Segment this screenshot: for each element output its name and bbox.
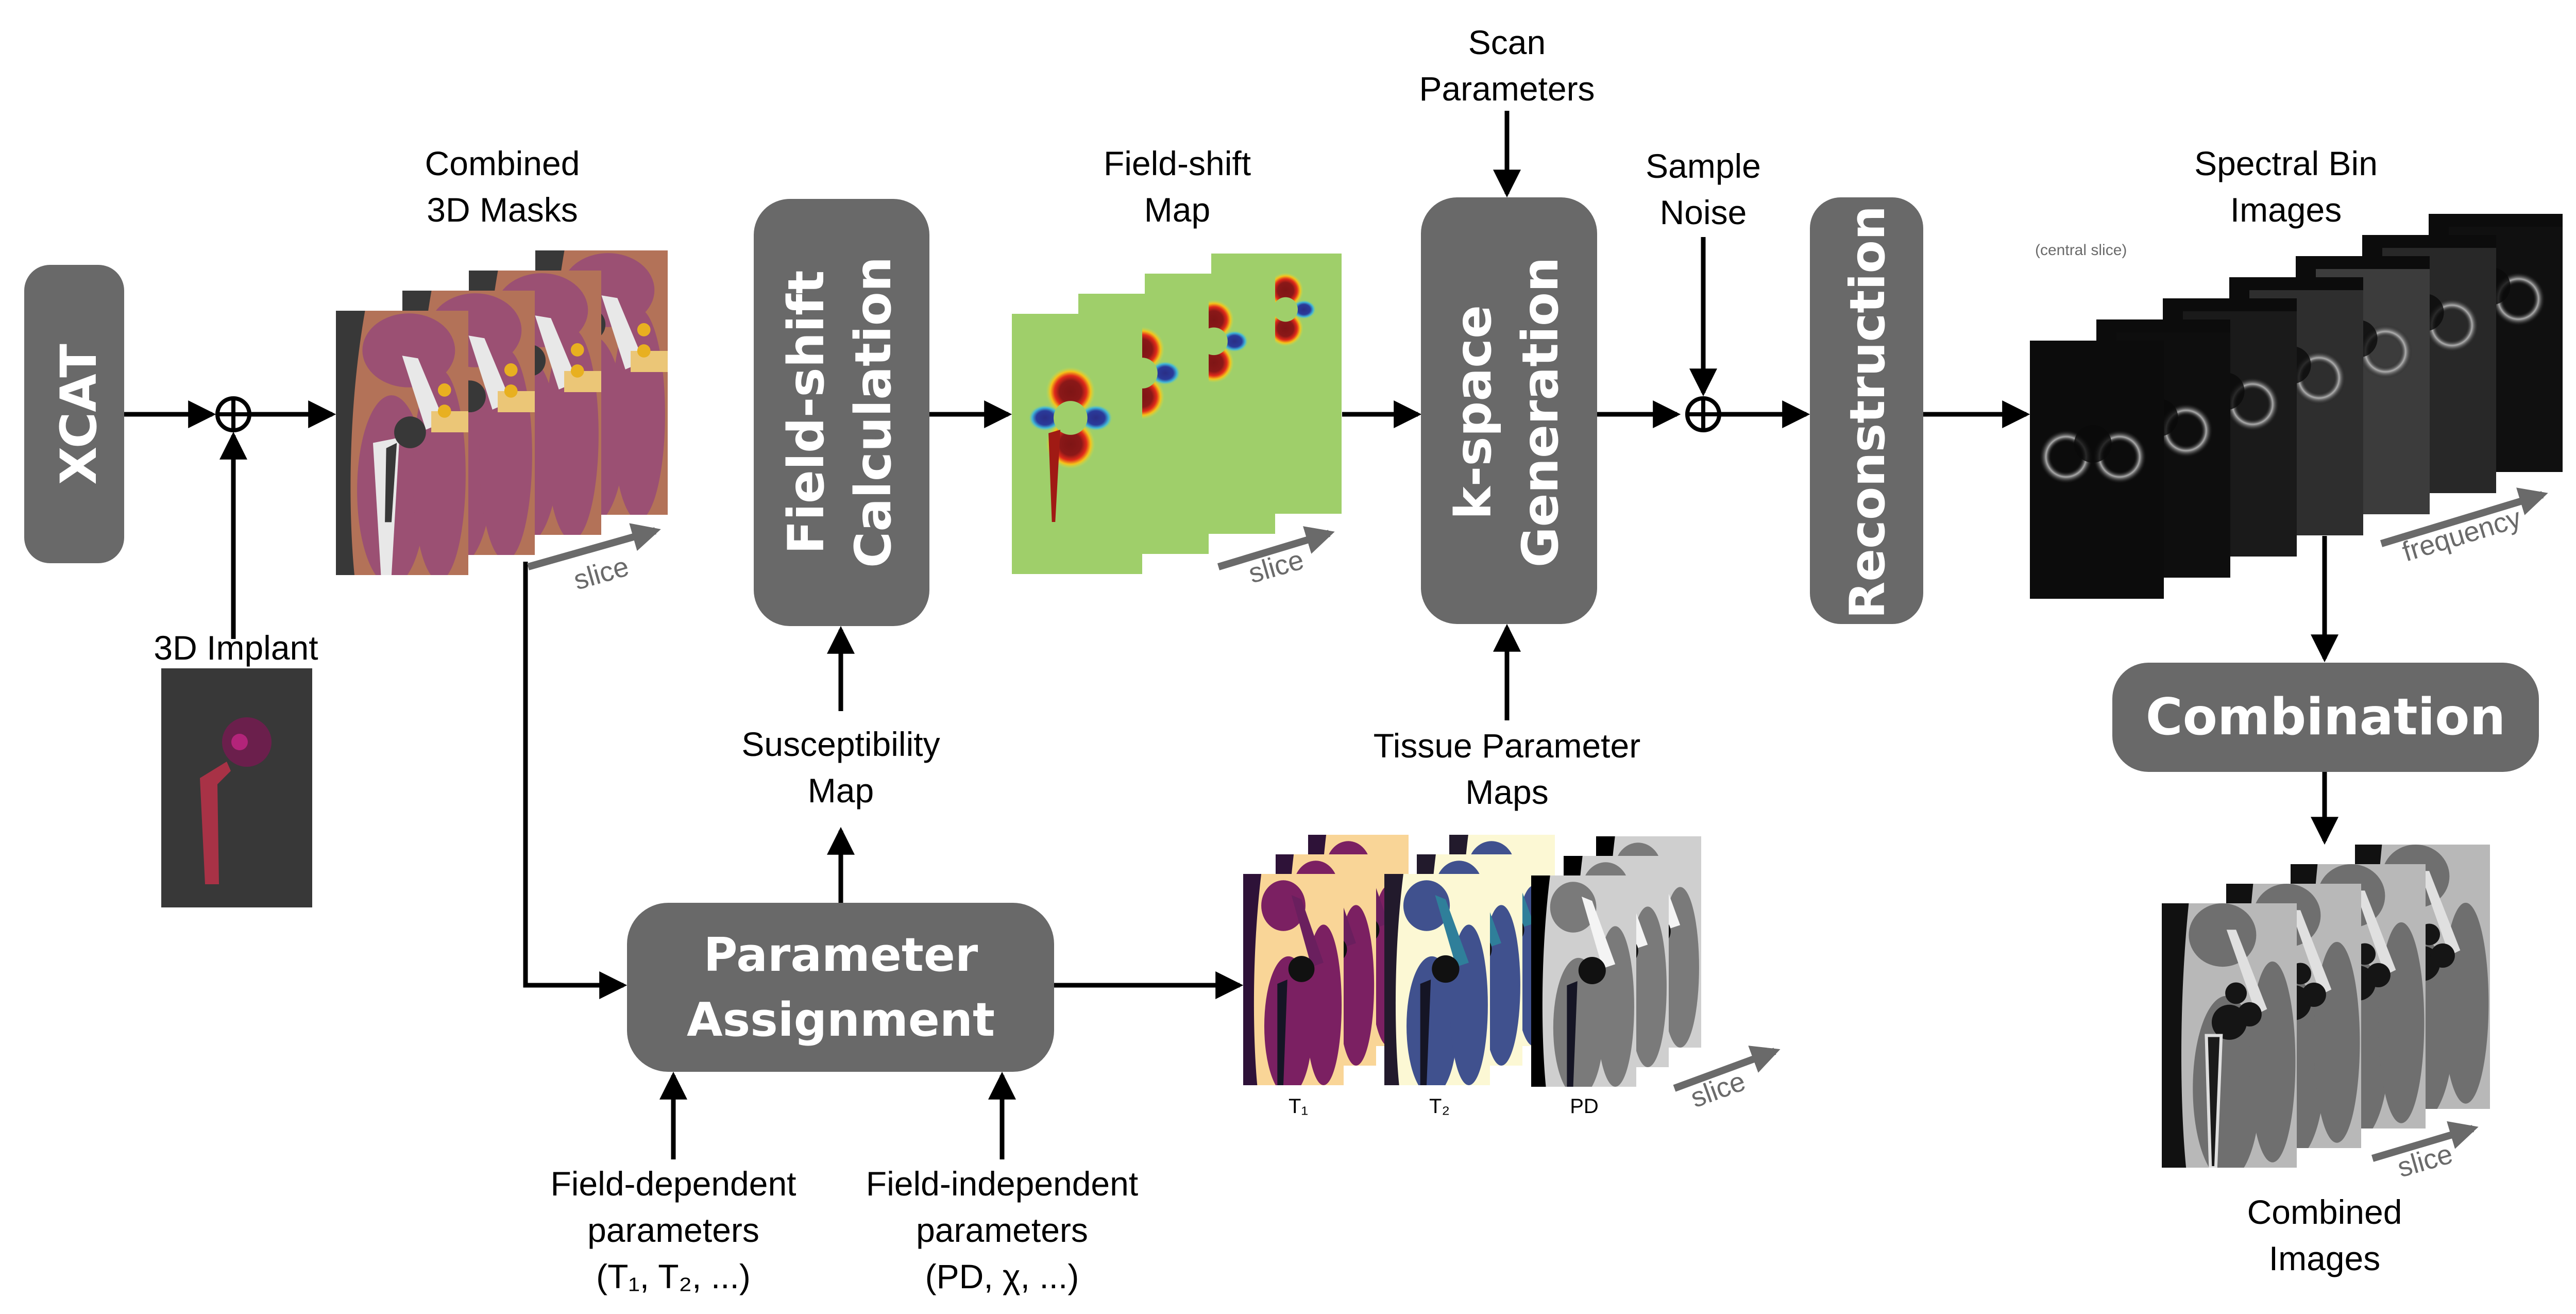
combination-label: Combination xyxy=(2146,688,2506,747)
implant-stem xyxy=(200,762,231,884)
kspace-generation-block[interactable]: k-space Generation xyxy=(1421,197,1597,624)
t1-map-slice xyxy=(1243,874,1344,1085)
fieldmap-axis-label: slice xyxy=(1245,544,1307,589)
arrow-icon xyxy=(527,523,661,570)
t1-map-stack xyxy=(1243,835,1409,1085)
central-slice-note: (central slice) xyxy=(2035,242,2127,259)
parameter-label-line2: Assignment xyxy=(687,993,995,1047)
connectors xyxy=(124,111,2338,1159)
circle-plus-icon xyxy=(215,396,251,432)
kspace-label-line2: Generation xyxy=(1512,257,1569,568)
fieldmap-slice-axis: slice xyxy=(1217,526,1335,589)
masks-axis-label: slice xyxy=(570,551,632,596)
susceptibility-line1: Susceptibility xyxy=(741,725,940,763)
sample-noise-line2: Noise xyxy=(1660,193,1747,231)
spectral-title-line2: Images xyxy=(2230,191,2342,229)
field-dependent-line3: (T₁, T₂, ...) xyxy=(596,1257,751,1295)
tissue-slice-axis: slice xyxy=(1673,1046,1781,1114)
kspace-label-line1: k-space xyxy=(1445,305,1502,519)
field-dependent-line2: parameters xyxy=(587,1211,759,1249)
t2-map-slice xyxy=(1384,874,1490,1085)
labels: Combined 3D Masks 3D Implant Field-shift… xyxy=(154,23,2402,1295)
field-shift-label-line2: Calculation xyxy=(844,257,902,568)
tissue-label-t2: T₂ xyxy=(1429,1095,1450,1118)
implant-title: 3D Implant xyxy=(154,629,318,667)
field-shift-label-line1: Field-shift xyxy=(777,270,835,554)
sample-noise-line1: Sample xyxy=(1646,147,1761,185)
field-shift-calculation-block[interactable]: Field-shift Calculation xyxy=(754,199,929,626)
field-independent-line2: parameters xyxy=(916,1211,1088,1249)
parameter-assignment-block[interactable]: Parameter Assignment xyxy=(627,903,1054,1072)
arrow-icon xyxy=(2380,487,2548,547)
combined-masks-title-line1: Combined xyxy=(425,144,580,182)
xcat-block[interactable]: XCAT xyxy=(24,265,124,563)
arrow-icon xyxy=(2371,1121,2479,1162)
field-shift-map-title-line2: Map xyxy=(1144,191,1210,229)
combined-images-stack xyxy=(2162,845,2490,1168)
reconstruction-label: Reconstruction xyxy=(1840,206,1896,619)
field-dependent-line1: Field-dependent xyxy=(550,1165,796,1203)
implant-background xyxy=(161,668,312,907)
combined-image-slice xyxy=(2162,903,2297,1168)
tissue-axis-label: slice xyxy=(1687,1066,1750,1114)
tissue-label-t1: T₁ xyxy=(1289,1095,1308,1118)
combination-block[interactable]: Combination xyxy=(2112,663,2539,772)
reconstruction-block[interactable]: Reconstruction xyxy=(1810,197,1923,624)
field-shift-map-stack xyxy=(1012,254,1342,574)
pd-map-slice xyxy=(1531,875,1636,1087)
combined-axis-label: slice xyxy=(2394,1138,2456,1183)
combined-images-line1: Combined xyxy=(2247,1193,2402,1231)
t2-map-stack xyxy=(1384,835,1555,1085)
combined-masks-stack xyxy=(336,250,668,575)
spectral-title-line1: Spectral Bin xyxy=(2194,144,2378,182)
parameter-label-line1: Parameter xyxy=(704,928,978,982)
arrow-icon xyxy=(1673,1046,1781,1092)
field-shift-map-slice xyxy=(1012,314,1142,574)
arrow-icon xyxy=(1217,526,1335,570)
tissue-label-pd: PD xyxy=(1570,1095,1599,1118)
xcat-label: XCAT xyxy=(50,344,108,484)
arrow-masks-to-parameter xyxy=(523,562,628,999)
field-shift-map-title-line1: Field-shift xyxy=(1104,144,1251,182)
pd-map-stack xyxy=(1531,836,1701,1087)
spectral-bin-stack xyxy=(2030,214,2563,599)
implant-image xyxy=(161,668,312,907)
combined-slice-axis: slice xyxy=(2371,1121,2479,1184)
susceptibility-line2: Map xyxy=(808,771,874,810)
tissue-maps-line2: Maps xyxy=(1465,773,1548,811)
scan-params-line2: Parameters xyxy=(1419,70,1595,108)
field-independent-line3: (PD, χ, ...) xyxy=(925,1257,1079,1295)
combined-masks-title-line2: 3D Masks xyxy=(427,191,578,229)
combined-images-line2: Images xyxy=(2269,1239,2380,1277)
scan-params-line1: Scan xyxy=(1468,23,1546,61)
circle-plus-icon xyxy=(1685,396,1721,432)
spectral-bin-slice xyxy=(2030,341,2164,599)
tissue-maps-line1: Tissue Parameter xyxy=(1374,727,1640,765)
mask-slice xyxy=(336,311,468,575)
field-independent-line1: Field-independent xyxy=(866,1165,1138,1203)
masks-slice-axis: slice xyxy=(527,523,661,596)
